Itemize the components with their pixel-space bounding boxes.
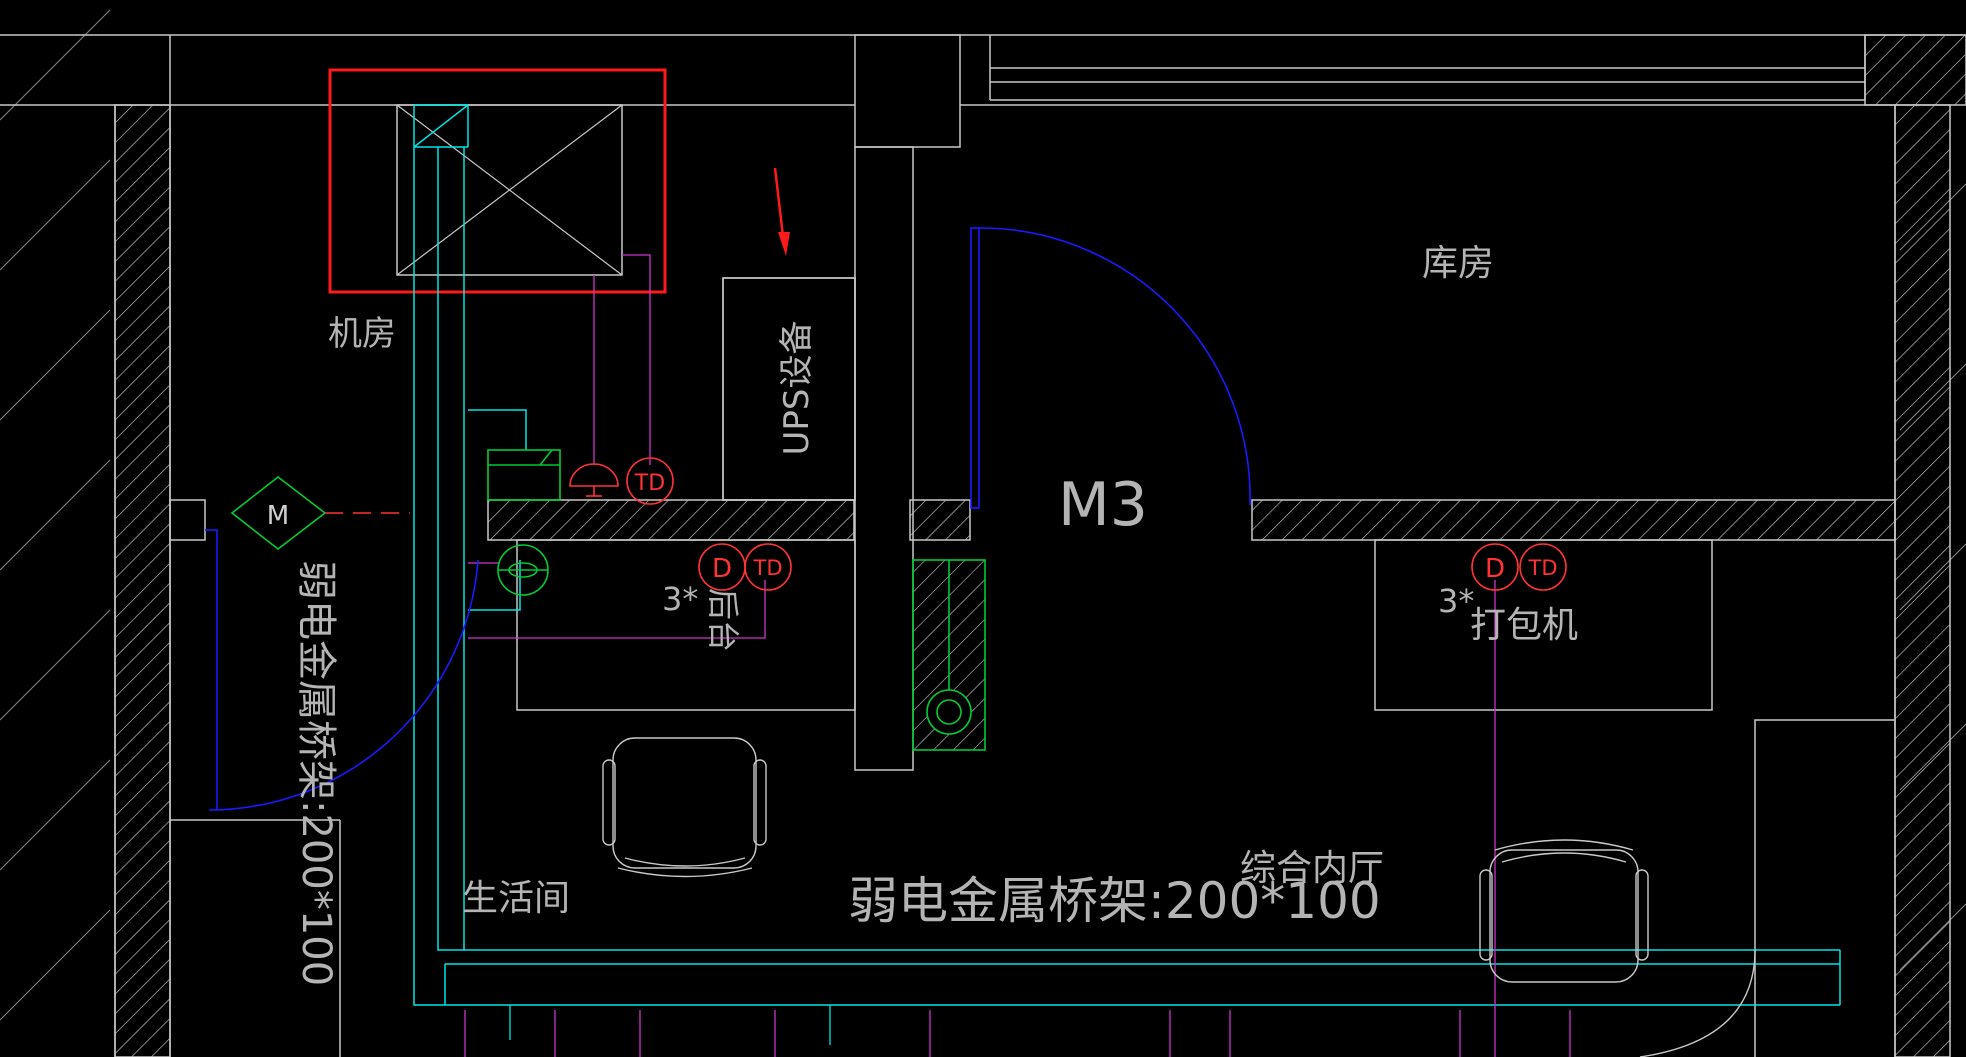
room-label-machine: 机房 xyxy=(328,314,396,354)
outlet-d-left-text: D xyxy=(712,554,732,584)
td-outlet-upper-text: TD xyxy=(634,471,665,496)
tray-label-horizontal: 弱电金属桥架:200*100 xyxy=(848,872,1381,930)
outlet-td-left-text: TD xyxy=(753,556,783,580)
ups-equipment[interactable]: UPS设备 xyxy=(722,277,856,501)
equipment-name-right: 打包机 xyxy=(1470,605,1578,646)
equipment-count-right: 3* xyxy=(1438,582,1474,620)
chair-left xyxy=(602,737,767,878)
equipment-name-left: 后台 xyxy=(704,588,742,652)
bell-icon[interactable] xyxy=(569,463,619,497)
tray-label-vertical: 弱电金属桥架:200*100 xyxy=(293,560,339,986)
chair-right xyxy=(1479,839,1649,983)
motor-symbol[interactable]: M xyxy=(230,475,410,551)
tray-drops xyxy=(509,1005,831,1045)
outlet-td-right-text: TD xyxy=(1528,556,1558,580)
equipment-count-left: 3* xyxy=(662,580,698,618)
signal-lines xyxy=(464,254,1571,1057)
td-outlet-upper[interactable]: TD xyxy=(626,457,674,505)
highlight-box xyxy=(328,68,667,294)
annotation-arrow xyxy=(773,167,790,256)
outlet-d-right-text: D xyxy=(1485,554,1505,584)
switch-box[interactable] xyxy=(487,449,561,501)
detector-icon[interactable] xyxy=(497,544,549,596)
highlighted-cabinet[interactable] xyxy=(328,68,667,294)
room-label-hall: 综合内厅 xyxy=(1240,848,1384,889)
hatched-walls xyxy=(114,34,1966,1057)
motor-symbol-text: M xyxy=(267,501,289,531)
lower-right-arc xyxy=(1639,949,1756,1057)
cable-tray xyxy=(413,104,1841,1006)
green-shaft xyxy=(912,559,986,751)
door-tag: M3 xyxy=(1058,470,1148,540)
room-label-storage: 库房 xyxy=(1422,243,1494,284)
outlets-right[interactable]: D TD xyxy=(1471,543,1567,591)
ups-label: UPS设备 xyxy=(777,321,817,456)
room-label-living: 生活间 xyxy=(462,878,570,919)
door-swings xyxy=(205,227,1251,811)
outlets-left[interactable]: D TD xyxy=(698,543,792,591)
